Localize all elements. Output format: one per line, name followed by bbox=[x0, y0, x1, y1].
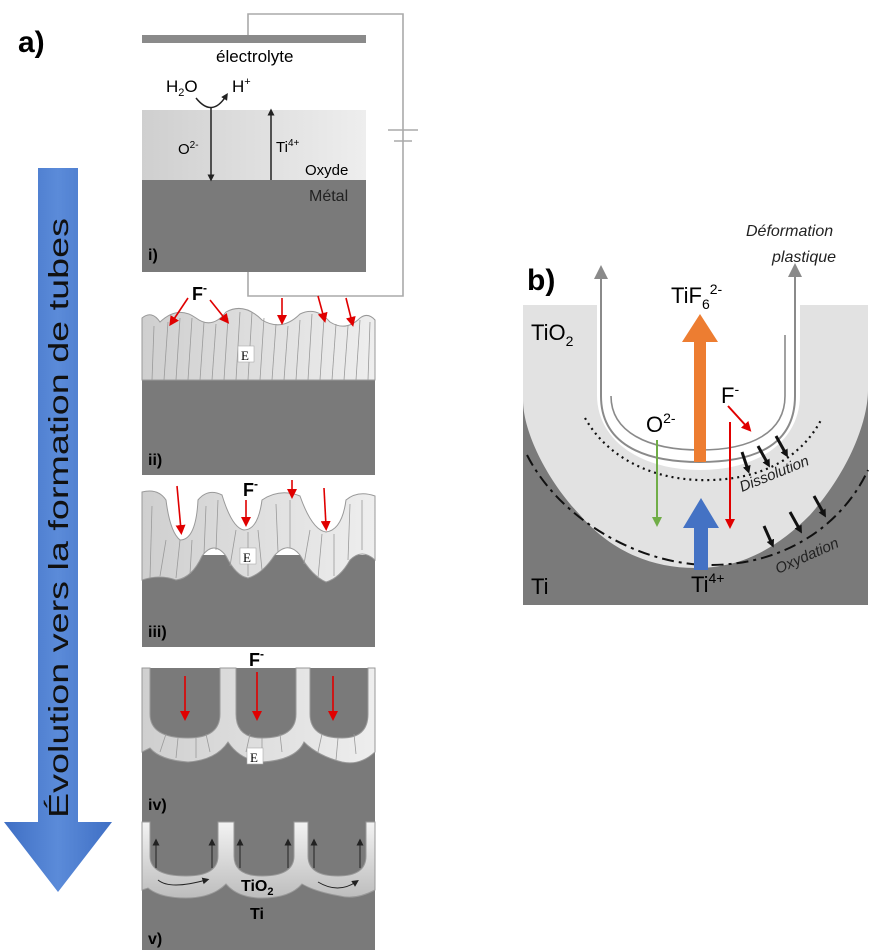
deformation-label-2: plastique bbox=[771, 249, 836, 266]
efield-ii: E bbox=[241, 348, 249, 363]
tube-walls-iv bbox=[141, 667, 376, 764]
metal-layer bbox=[142, 180, 366, 272]
evolution-arrow: Évolution vers la formation de tubes bbox=[4, 168, 112, 892]
f-arrow-b-diag bbox=[727, 405, 752, 432]
f-label-iv: F- bbox=[249, 647, 264, 670]
o2-label: O2- bbox=[178, 140, 199, 158]
f-label-iii: F- bbox=[243, 477, 258, 500]
ti4-label-b: Ti4+ bbox=[691, 570, 724, 597]
metal-label: Métal bbox=[309, 188, 348, 205]
f-arrows-iv bbox=[180, 672, 338, 721]
battery-icon bbox=[388, 129, 418, 142]
tio2-label-b: TiO2 bbox=[531, 320, 574, 349]
efield-iii: E bbox=[243, 550, 251, 565]
dissolution-arrows bbox=[740, 435, 788, 474]
deformation-label-1: Déformation bbox=[746, 223, 833, 240]
f-label-b: F- bbox=[721, 381, 739, 408]
step-i: électrolyte H2O H+ O2- Ti4+ Oxyde Métal … bbox=[142, 13, 418, 297]
oxidation-arrows bbox=[762, 495, 826, 548]
ti-label-b: Ti bbox=[531, 574, 549, 599]
f-label-ii: F- bbox=[192, 281, 207, 304]
step-iv-tag: iv) bbox=[148, 797, 167, 814]
oxide-layer bbox=[142, 110, 366, 180]
dissolution-boundary bbox=[584, 417, 823, 482]
external-circuit bbox=[247, 13, 404, 297]
porous-oxide-ii bbox=[141, 307, 376, 381]
f-arrows-ii bbox=[169, 295, 356, 327]
tif6-label: TiF62- bbox=[671, 281, 723, 312]
panel-a-label: a) bbox=[18, 26, 45, 59]
ti4-arrow bbox=[683, 498, 719, 570]
tif6-arrow bbox=[682, 314, 718, 462]
step-v: TiO2 Ti v) bbox=[141, 820, 376, 950]
panel-b-label: b) bbox=[527, 264, 555, 297]
tio2-label-v: TiO2 bbox=[241, 878, 274, 898]
ti-label-v: Ti bbox=[250, 906, 264, 923]
oxyde-label: Oxyde bbox=[305, 162, 348, 179]
electrolyte-label: électrolyte bbox=[216, 47, 293, 66]
step-ii-tag: ii) bbox=[148, 452, 162, 469]
evolution-arrow-text: Évolution vers la formation de tubes bbox=[43, 218, 74, 818]
ti4-label: Ti4+ bbox=[276, 138, 300, 156]
step-iv: E F- iv) bbox=[141, 647, 376, 820]
oxidation-boundary bbox=[526, 454, 869, 567]
step-ii: E F- ii) bbox=[141, 281, 376, 475]
step-i-tag: i) bbox=[148, 247, 158, 264]
o2-label-b: O2- bbox=[646, 410, 676, 437]
hplus-label: H+ bbox=[232, 76, 251, 96]
panel-b: b) Déformation plastique TiF62- TiO2 O2-… bbox=[523, 223, 869, 605]
tube-flow-arrows-v bbox=[152, 838, 364, 889]
tube-walls-v bbox=[141, 821, 376, 899]
step-iii: E F- iii) bbox=[141, 477, 376, 647]
h2o-split-arrow bbox=[195, 93, 228, 109]
f-arrows-iii bbox=[175, 480, 331, 535]
step-v-tag: v) bbox=[148, 931, 162, 948]
electrode-bar bbox=[142, 35, 366, 43]
step-iii-tag: iii) bbox=[148, 624, 167, 641]
h2o-label: H2O bbox=[166, 77, 198, 99]
efield-iv: E bbox=[250, 750, 258, 765]
